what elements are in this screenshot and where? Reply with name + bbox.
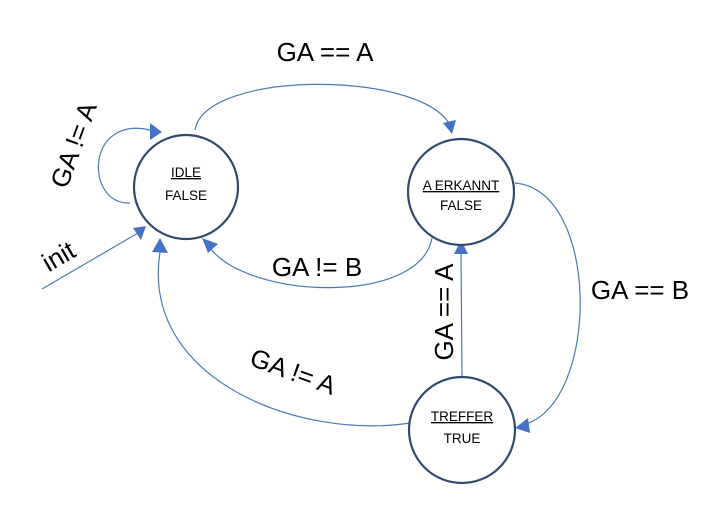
edge-idle-to-a-erkannt [194, 83, 451, 131]
arrowhead-treffer-to-idle [152, 238, 168, 253]
state-treffer-name: TREFFER [431, 409, 493, 424]
arrowhead-treffer-to-a-erkannt [454, 240, 468, 254]
edge-init [41, 232, 139, 290]
label-idle-to-a-erkannt: GA == A [277, 37, 375, 67]
arrowhead-idle-to-a-erkannt [443, 120, 456, 134]
state-treffer: TREFFER TRUE [407, 375, 517, 485]
arrowhead-idle-self-loop [150, 123, 162, 140]
arrowhead-init [133, 226, 146, 240]
label-a-erkannt-to-treffer: GA == B [591, 275, 689, 305]
label-treffer-to-a-erkannt: GA == A [429, 263, 459, 361]
state-a-erkannt: A ERKANNT FALSE [406, 137, 516, 247]
label-treffer-to-idle: GA != A [246, 342, 340, 401]
edge-treffer-to-idle [157, 251, 411, 427]
edge-idle-self-loop [97, 127, 151, 204]
state-idle-name: IDLE [171, 165, 201, 180]
label-a-erkannt-to-idle: GA != B [272, 252, 362, 282]
state-a-erkannt-name: A ERKANNT [423, 178, 500, 193]
state-treffer-value: TRUE [444, 431, 481, 446]
state-idle-value: FALSE [165, 188, 207, 203]
label-idle-self-loop: GA != A [44, 97, 103, 191]
state-a-erkannt-value: FALSE [440, 198, 482, 213]
state-idle: IDLE FALSE [132, 133, 240, 241]
arrowhead-a-erkannt-to-idle [202, 238, 218, 253]
edge-a-erkannt-to-idle [209, 237, 433, 289]
edge-treffer-to-a-erkannt [460, 249, 463, 379]
label-init: init [37, 235, 81, 278]
arrowhead-a-erkannt-to-treffer [515, 418, 530, 433]
edge-a-erkannt-to-treffer [514, 182, 581, 425]
